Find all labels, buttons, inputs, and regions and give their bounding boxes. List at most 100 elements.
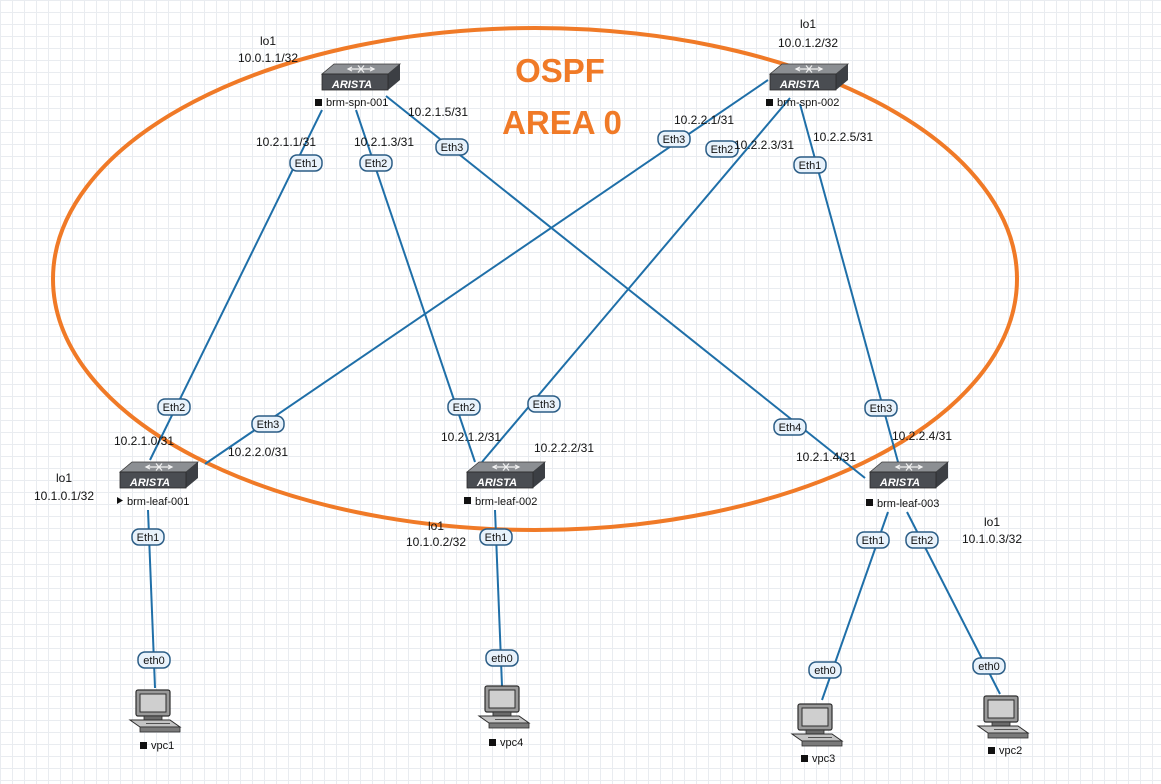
- switch-name: brm-leaf-003: [877, 498, 939, 510]
- host-vpc2[interactable]: vpc2: [977, 695, 1029, 757]
- status-square-icon: [140, 742, 147, 749]
- port-leaf2-eth3[interactable]: Eth3: [527, 395, 561, 413]
- host-name: vpc2: [999, 745, 1022, 757]
- svg-text:eth0: eth0: [978, 661, 999, 673]
- svg-text:Eth2: Eth2: [365, 158, 388, 170]
- svg-text:Eth1: Eth1: [485, 532, 508, 544]
- loopback-name: lo1: [428, 519, 444, 533]
- brand-label: ARISTA: [476, 477, 517, 489]
- switch-name: brm-spn-001: [326, 97, 388, 109]
- brand-label: ARISTA: [879, 477, 920, 489]
- ospf-area-label: AREA 0: [502, 104, 622, 141]
- switch-name: brm-leaf-001: [127, 496, 189, 508]
- switch-brm-spn-002[interactable]: ARISTA brm-spn-002 lo1 10.0.1.2/32: [766, 17, 849, 109]
- computer-icon: [977, 695, 1029, 739]
- host-vpc1[interactable]: vpc1: [129, 689, 181, 752]
- port-spn1-eth3[interactable]: Eth3: [435, 138, 469, 156]
- switch-brm-leaf-002[interactable]: ARISTA brm-leaf-002 lo1 10.1.0.2/32: [406, 461, 546, 549]
- ip-leaf3-eth4: 10.2.1.4/31: [796, 450, 856, 464]
- host-name: vpc1: [151, 740, 174, 752]
- ip-leaf2-eth2: 10.2.1.2/31: [441, 430, 501, 444]
- switch-name: brm-leaf-002: [475, 496, 537, 508]
- brand-label: ARISTA: [331, 79, 372, 91]
- svg-text:Eth1: Eth1: [137, 532, 160, 544]
- port-leaf1-eth3[interactable]: Eth3: [251, 415, 285, 433]
- ospf-title: OSPF: [515, 52, 605, 89]
- svg-text:Eth2: Eth2: [911, 535, 934, 547]
- port-leaf1-eth2[interactable]: Eth2: [157, 398, 191, 416]
- loopback-ip: 10.0.1.2/32: [778, 36, 838, 50]
- port-vpc2-eth0[interactable]: eth0: [972, 657, 1006, 675]
- ip-spn2-eth3: 10.2.2.1/31: [674, 113, 734, 127]
- status-square-icon: [766, 99, 773, 106]
- svg-text:Eth4: Eth4: [779, 422, 802, 434]
- port-leaf1-eth1[interactable]: Eth1: [131, 528, 165, 546]
- computer-icon: [791, 703, 843, 747]
- port-spn2-eth1[interactable]: Eth1: [793, 156, 827, 174]
- switch-brm-spn-001[interactable]: ARISTA brm-spn-001 lo1 10.0.1.1/32: [238, 34, 401, 109]
- port-spn1-eth2[interactable]: Eth2: [359, 154, 393, 172]
- link-spn1-leaf3[interactable]: [385, 95, 866, 479]
- host-name: vpc3: [812, 753, 835, 765]
- port-vpc4-eth0[interactable]: eth0: [485, 649, 519, 667]
- port-spn2-eth2[interactable]: Eth2: [705, 140, 739, 158]
- ip-spn1-eth3: 10.2.1.5/31: [408, 105, 468, 119]
- svg-text:Eth3: Eth3: [441, 142, 464, 154]
- ip-spn1-eth2: 10.2.1.3/31: [354, 135, 414, 149]
- loopback-ip: 10.1.0.3/32: [962, 532, 1022, 546]
- port-spn1-eth1[interactable]: Eth1: [289, 154, 323, 172]
- loopback-ip: 10.1.0.1/32: [34, 489, 94, 503]
- ip-spn1-eth1: 10.2.1.1/31: [256, 135, 316, 149]
- loopback-ip: 10.0.1.1/32: [238, 51, 298, 65]
- svg-text:eth0: eth0: [491, 653, 512, 665]
- port-leaf3-eth2[interactable]: Eth2: [905, 531, 939, 549]
- switch-brm-leaf-001[interactable]: ARISTA brm-leaf-001 lo1 10.1.0.1/32: [34, 461, 199, 508]
- svg-text:Eth2: Eth2: [711, 144, 734, 156]
- computer-icon: [478, 685, 530, 729]
- status-square-icon: [988, 747, 995, 754]
- status-square-icon: [489, 739, 496, 746]
- host-name: vpc4: [500, 737, 523, 749]
- status-square-icon: [801, 755, 808, 762]
- port-leaf3-eth4[interactable]: Eth4: [773, 418, 807, 436]
- ip-leaf1-eth2: 10.2.1.0/31: [114, 434, 174, 448]
- ip-spn2-eth1: 10.2.2.5/31: [813, 130, 873, 144]
- port-spn2-eth3[interactable]: Eth3: [657, 130, 691, 148]
- host-vpc4[interactable]: vpc4: [478, 685, 530, 749]
- loopback-name: lo1: [56, 471, 72, 485]
- svg-text:eth0: eth0: [814, 665, 835, 677]
- ospf-area-ellipse: [51, 26, 1019, 532]
- status-square-icon: [315, 99, 322, 106]
- switch-name: brm-spn-002: [777, 97, 839, 109]
- ports: Eth1 Eth2 Eth3 Eth3 Eth2 Eth1 Eth2 Eth3 …: [131, 130, 1006, 679]
- link-ip-labels: 10.2.1.1/31 10.2.1.3/31 10.2.1.5/31 10.2…: [114, 105, 952, 464]
- svg-text:Eth3: Eth3: [870, 403, 893, 415]
- loopback-name: lo1: [800, 17, 816, 31]
- svg-text:Eth3: Eth3: [663, 134, 686, 146]
- ip-leaf3-eth3: 10.2.2.4/31: [892, 429, 952, 443]
- ip-leaf2-eth3: 10.2.2.2/31: [534, 441, 594, 455]
- status-square-icon: [464, 497, 471, 504]
- ip-leaf1-eth3: 10.2.2.0/31: [228, 445, 288, 459]
- port-leaf2-eth1[interactable]: Eth1: [479, 528, 513, 546]
- brand-label: ARISTA: [129, 477, 170, 489]
- switch-brm-leaf-003[interactable]: ARISTA brm-leaf-003 lo1 10.1.0.3/32: [866, 461, 1022, 546]
- loopback-ip: 10.1.0.2/32: [406, 535, 466, 549]
- host-vpc3[interactable]: vpc3: [791, 703, 843, 765]
- svg-text:eth0: eth0: [143, 655, 164, 667]
- svg-text:Eth2: Eth2: [163, 402, 186, 414]
- play-arrow-icon: [117, 497, 123, 504]
- ip-spn2-eth2: 10.2.2.3/31: [734, 138, 794, 152]
- links: [147, 79, 1001, 701]
- port-vpc3-eth0[interactable]: eth0: [808, 661, 842, 679]
- port-leaf3-eth1[interactable]: Eth1: [856, 531, 890, 549]
- svg-text:Eth3: Eth3: [257, 419, 280, 431]
- svg-text:Eth1: Eth1: [799, 160, 822, 172]
- port-leaf2-eth2[interactable]: Eth2: [447, 398, 481, 416]
- brand-label: ARISTA: [779, 79, 820, 91]
- svg-text:Eth2: Eth2: [453, 402, 476, 414]
- loopback-name: lo1: [260, 34, 276, 48]
- loopback-name: lo1: [984, 515, 1000, 529]
- port-vpc1-eth0[interactable]: eth0: [137, 651, 171, 669]
- port-leaf3-eth3[interactable]: Eth3: [864, 399, 898, 417]
